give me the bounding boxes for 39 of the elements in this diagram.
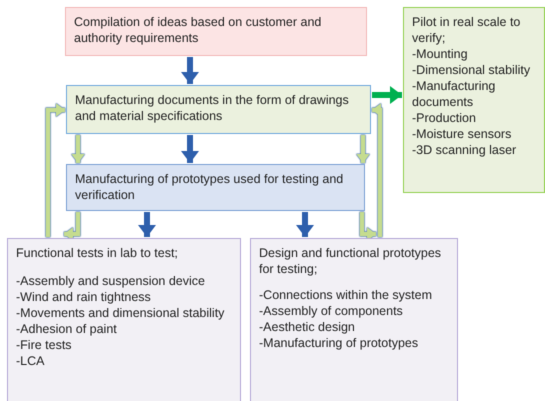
list-item: -Manufacturing documents [412, 78, 496, 110]
list-item: -Adhesion of paint [16, 321, 118, 337]
list-item: -Production [412, 110, 477, 126]
heading-text: Pilot in real scale to verify; [412, 14, 522, 46]
list-item: -Mounting [412, 46, 469, 62]
arrow [138, 212, 156, 237]
list-item: -Dimensional stability [412, 62, 532, 78]
arrow [372, 86, 402, 104]
arrow [181, 57, 199, 84]
list-item: -Movements and dimensional stability [16, 305, 226, 321]
prototype-box [250, 238, 458, 401]
pilot-box [403, 7, 545, 193]
heading-text: Design and functional prototypes for testing; [259, 245, 442, 277]
list-item: -Fire tests [16, 337, 73, 353]
list-item: -3D scanning laser [412, 142, 518, 158]
list-item: -Connections within the system [259, 287, 433, 303]
test-box [7, 238, 241, 401]
list-item: -Assembly of components [259, 303, 404, 319]
list-item: -Wind and rain tightness [16, 289, 152, 305]
box-text: Manufacturing of prototypes used for testing and verification [75, 171, 344, 203]
box-text: Manufacturing documents in the form of drawings and material specifications [75, 92, 350, 124]
list-item: -Aesthetic design [259, 319, 356, 335]
arrow [372, 103, 382, 237]
process-box [66, 164, 365, 211]
list-item: -Manufacturing of prototypes [259, 335, 420, 351]
arrow [296, 212, 314, 237]
arrow [46, 103, 65, 237]
heading-text: Functional tests in lab to test; [16, 245, 179, 261]
arrow [360, 212, 376, 241]
idea-box [65, 7, 367, 56]
process-box [66, 85, 371, 134]
box-text: Compilation of ideas based on customer and authority requirements [74, 14, 322, 46]
list-item: -Assembly and suspension device [16, 273, 206, 289]
list-item: -LCA [16, 353, 46, 369]
arrow [356, 135, 370, 163]
arrow [71, 135, 85, 163]
list-item: -Moisture sensors [412, 126, 512, 142]
arrow [64, 212, 80, 241]
arrow [181, 135, 199, 163]
